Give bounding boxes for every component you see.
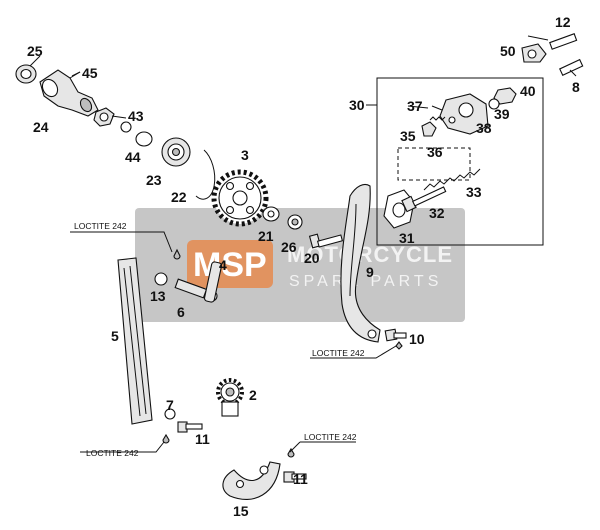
callout-23: 23 (146, 172, 162, 188)
callout-22: 22 (171, 189, 187, 205)
callout-11-upper: 11 (195, 431, 210, 447)
bolt-11-lower (283, 447, 307, 483)
callout-43: 43 (128, 108, 144, 124)
camshaft-group (15, 64, 216, 200)
loctite-drop-icon (173, 248, 181, 260)
callout-11-lower: 11 (293, 471, 308, 487)
camshaft-sprocket-3 (211, 169, 269, 227)
watermark-subtitle: SPARE PARTS (289, 273, 442, 290)
callout-6: 6 (177, 304, 185, 320)
crank-sprocket-2 (216, 378, 244, 417)
callout-44: 44 (125, 149, 141, 165)
callout-10: 10 (409, 331, 425, 347)
callout-20: 20 (304, 250, 320, 266)
note-loctite-4: LOCTITE 242 (304, 432, 357, 442)
washer-26 (287, 214, 303, 230)
callout-37: 37 (407, 98, 423, 114)
callout-50: 50 (500, 43, 516, 59)
callout-4: 4 (219, 257, 227, 273)
callout-24: 24 (33, 119, 49, 135)
callout-30: 30 (349, 97, 365, 113)
callout-8: 8 (572, 79, 580, 95)
watermark: MSP MOTORCYCLE SPARE PARTS (135, 208, 465, 322)
assembly-box-30 (366, 77, 544, 246)
guide-15 (222, 461, 281, 500)
callout-26: 26 (281, 239, 297, 255)
callout-7: 7 (166, 397, 174, 413)
note-loctite-3: LOCTITE 242 (86, 448, 139, 458)
bolt-20 (308, 233, 344, 249)
note-loctite-2: LOCTITE 242 (312, 348, 365, 358)
callout-2: 2 (249, 387, 257, 403)
callouts: 25 45 24 43 44 23 22 3 21 26 20 4 13 6 5… (27, 14, 580, 519)
watermark-logo: MSP (193, 246, 267, 284)
tensioner-assembly (383, 33, 584, 229)
callout-3: 3 (241, 147, 249, 163)
callout-33: 33 (466, 184, 482, 200)
callout-12: 12 (555, 14, 571, 30)
guide-rail-5 (117, 257, 153, 425)
callout-13: 13 (150, 288, 166, 304)
callout-31: 31 (399, 230, 415, 246)
bolt-7-11 (162, 408, 203, 444)
callout-40: 40 (520, 83, 536, 99)
washer-21 (262, 206, 280, 222)
tensioner-rail-9 (340, 183, 381, 343)
callout-36: 36 (427, 144, 443, 160)
callout-45: 45 (82, 65, 98, 81)
note-loctite-1: LOCTITE 242 (74, 221, 127, 231)
callout-15: 15 (233, 503, 249, 519)
callout-25: 25 (27, 43, 43, 59)
watermark-logo-badge (187, 240, 273, 288)
callout-38: 38 (476, 120, 492, 136)
callout-9: 9 (366, 264, 374, 280)
callout-5: 5 (111, 328, 119, 344)
leader-lines (29, 35, 577, 453)
callout-21: 21 (258, 228, 274, 244)
callout-32: 32 (429, 205, 445, 221)
callout-39: 39 (494, 106, 510, 122)
bolt-10 (384, 328, 407, 350)
slider-4 (203, 261, 223, 303)
callout-35: 35 (400, 128, 416, 144)
